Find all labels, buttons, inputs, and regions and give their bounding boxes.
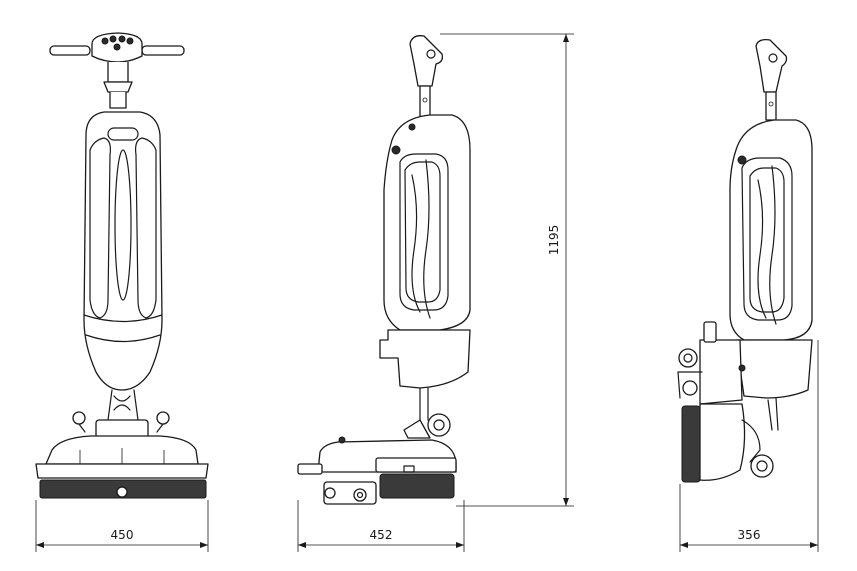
front-base [35,389,209,499]
dimension-label-450: 450 [111,528,134,542]
side-handle [409,35,444,119]
dimension-label-1195: 1195 [547,225,561,256]
side-body [379,114,471,389]
dimension-side-width: 452 [297,500,465,552]
front-body [83,111,163,391]
dimension-label-452: 452 [370,528,393,542]
folded-view [677,38,813,483]
side-view [297,35,471,505]
dimension-height: 1195 [440,33,574,507]
dimension-label-356: 356 [738,528,761,542]
folded-body [729,119,813,399]
front-handle [49,32,185,109]
side-base [297,387,457,505]
front-view [35,32,209,499]
dimension-front-width: 450 [35,500,209,552]
dimension-folded-width: 356 [679,340,819,552]
folded-base [677,321,779,483]
folded-handle [755,38,788,121]
